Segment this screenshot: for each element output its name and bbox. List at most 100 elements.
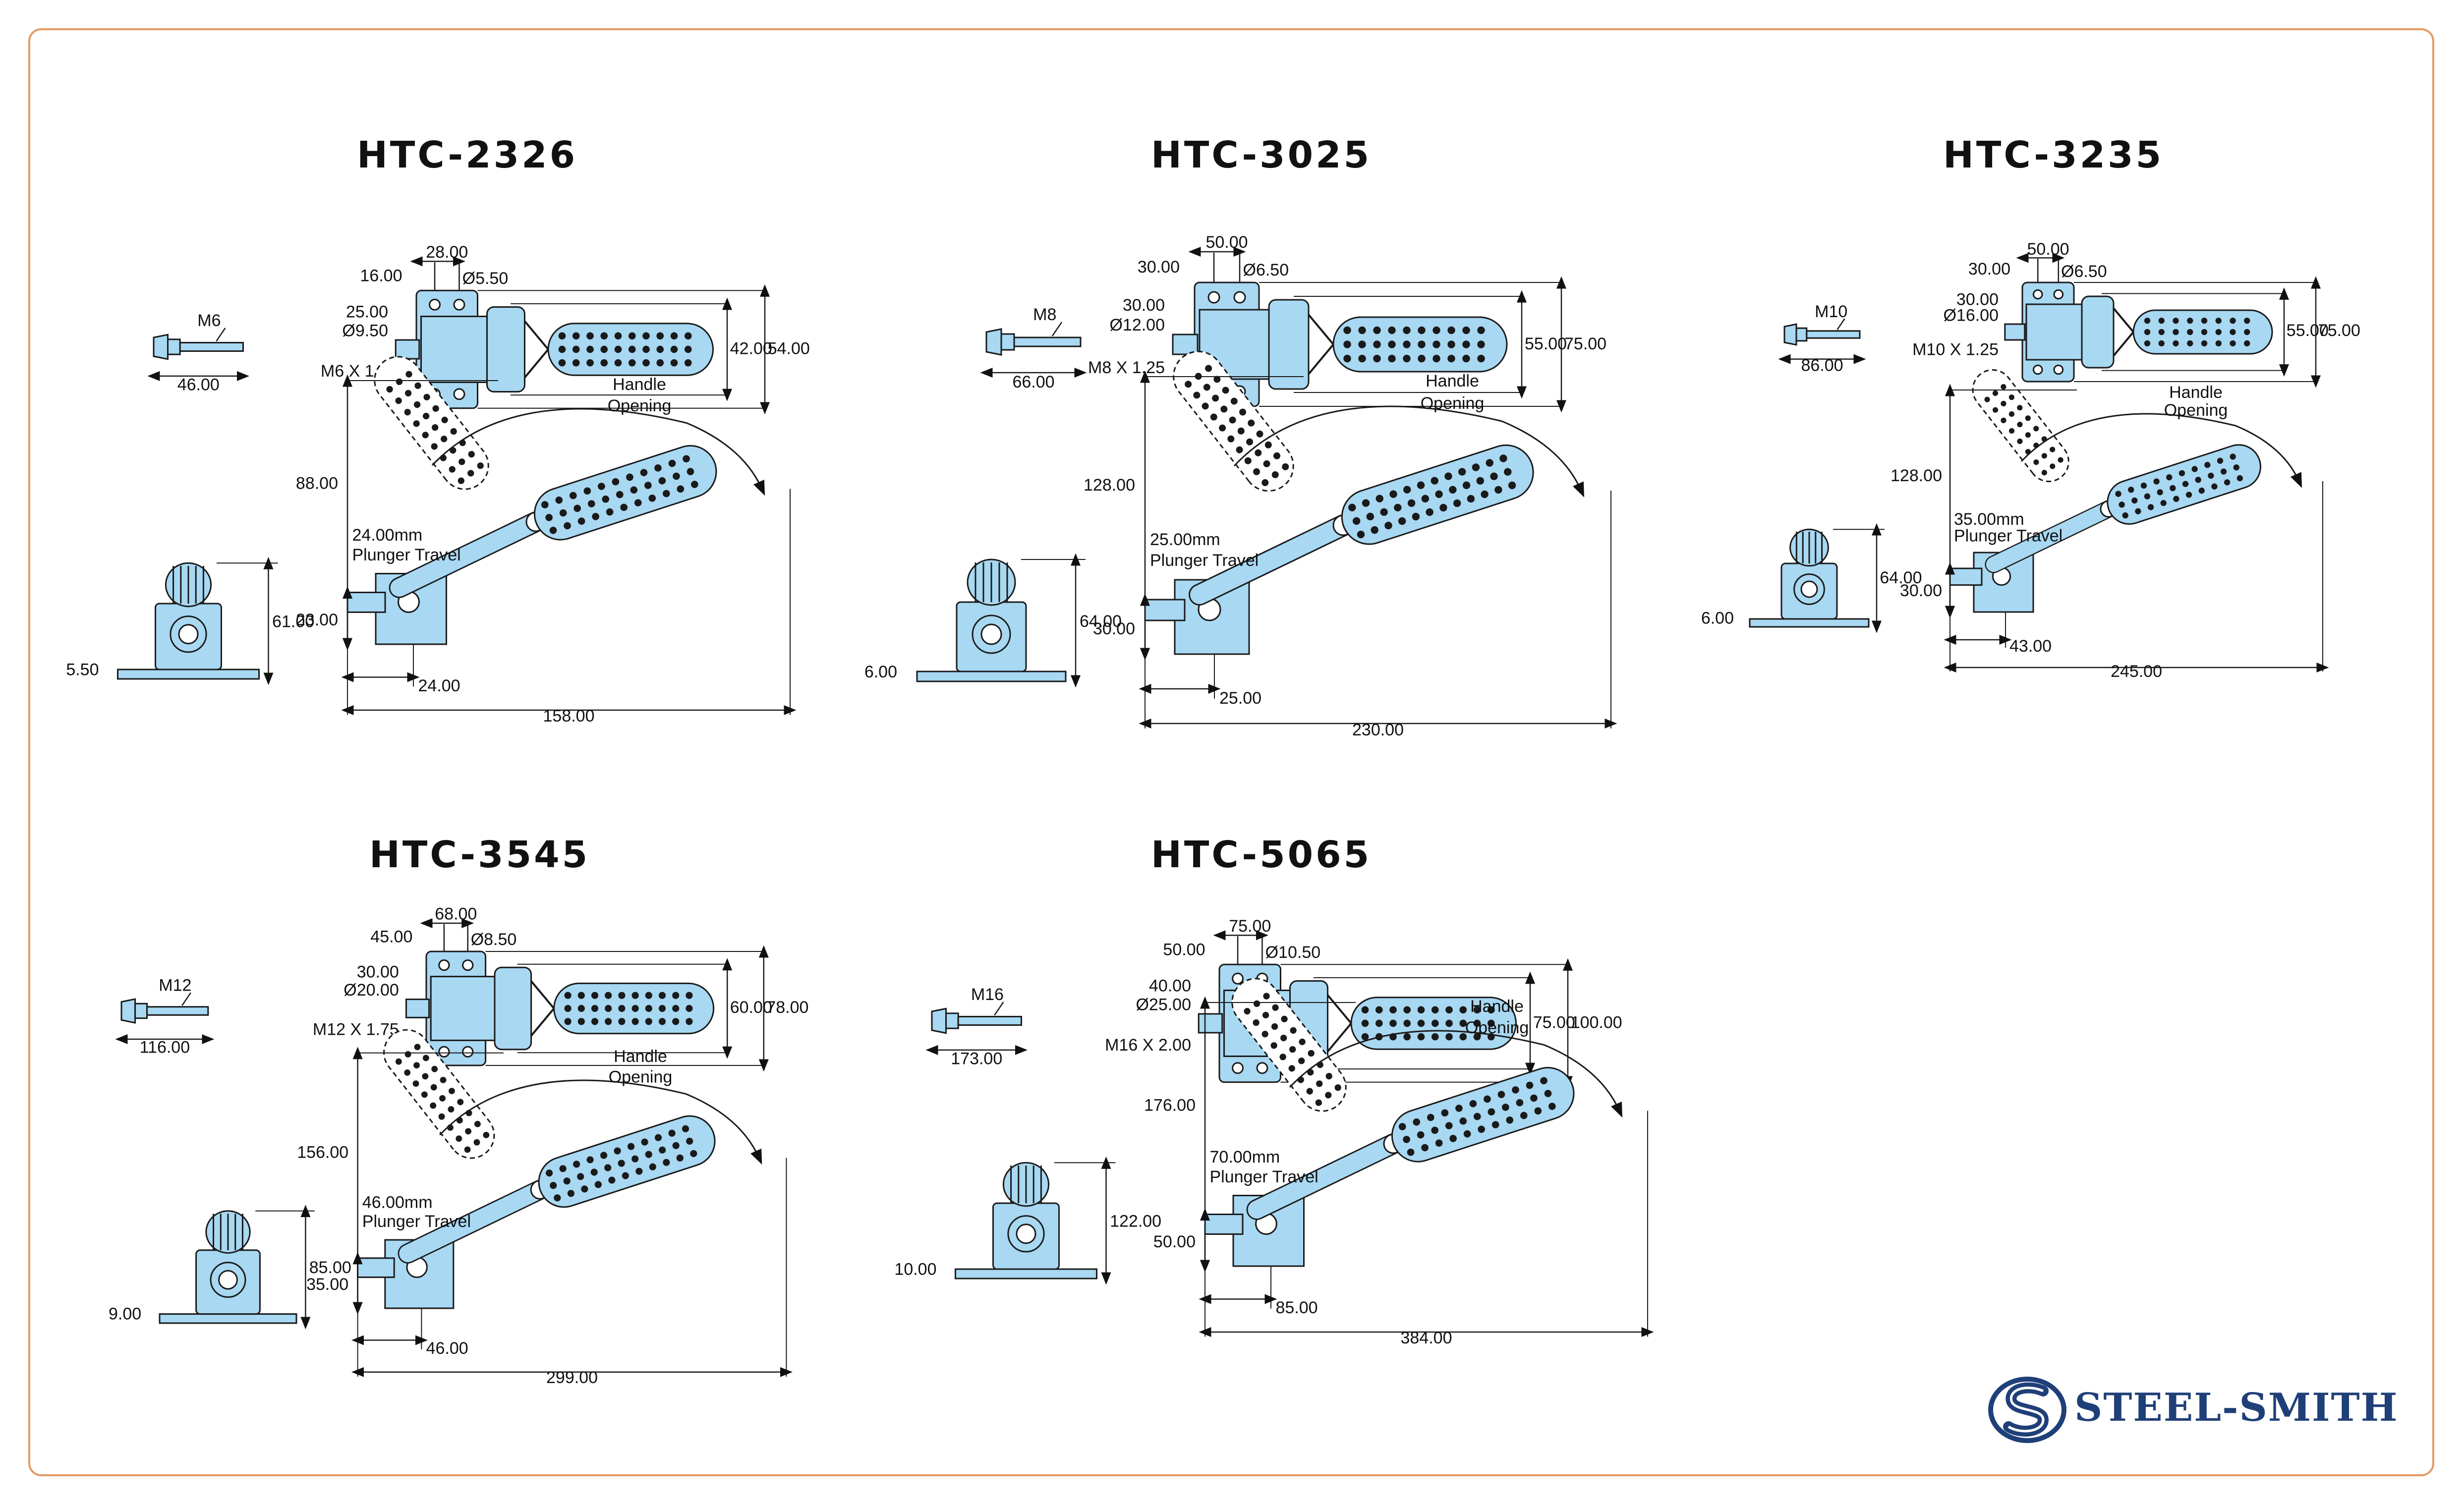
inner-height-label: 75.00 [1533, 1013, 1575, 1032]
plunger-thread-label: M10 X 1.25 [1912, 340, 1999, 359]
linkage-block [1268, 299, 1310, 390]
grip-dot [456, 1135, 462, 1142]
grip-dot [458, 477, 464, 484]
grip-dot [1540, 1077, 1547, 1085]
grip-dot [1244, 457, 1252, 464]
grip-dot [1389, 1006, 1397, 1014]
grip-dot [1343, 340, 1351, 348]
ghost-handle [1173, 350, 1294, 492]
handle-opening-label: Handle [614, 1047, 667, 1066]
plunger-offset-label: 46.00 [426, 1339, 468, 1358]
grip-dot [2173, 329, 2179, 335]
grip-body [374, 356, 489, 490]
handle-grip [538, 1115, 716, 1208]
grip-dot [465, 1128, 472, 1135]
steel-smith-logo: STEEL-SMITH [1988, 1370, 2409, 1449]
grip-dot [1449, 1135, 1457, 1142]
grip-dot [1263, 993, 1270, 1000]
grip-dot [431, 1065, 438, 1072]
grip-dot [670, 345, 678, 353]
grip-dot [1484, 1095, 1491, 1103]
grip-dot [2198, 487, 2205, 494]
grip-dot [1407, 499, 1416, 507]
grip-dot [583, 487, 591, 495]
grip-dot [1298, 1058, 1305, 1064]
grip-dot [2017, 405, 2023, 411]
side-plunger [1204, 1214, 1244, 1235]
grip-dot [1352, 517, 1361, 525]
handle-opening-label: Handle [1426, 372, 1479, 390]
grip-dot [618, 1004, 626, 1012]
handle-opening-label: Handle [2169, 383, 2223, 402]
grip-dot [614, 345, 622, 353]
grip-dot [1490, 472, 1498, 480]
top-view [395, 289, 714, 409]
grip-dot [1445, 1033, 1453, 1041]
grip-dot [1488, 1108, 1495, 1116]
grip-dot [1473, 1019, 1481, 1027]
grip-dot [2025, 415, 2031, 421]
grip-dot [1421, 1144, 1429, 1152]
inner-height-label: 55.00 [2287, 321, 2329, 340]
side-height-label: 128.00 [1891, 466, 1942, 485]
grip-dot [648, 494, 656, 502]
plunger-pin [1783, 323, 1861, 346]
plunger-pin [931, 1007, 1022, 1034]
lever-arm [390, 512, 545, 597]
grip-dot [2008, 394, 2014, 400]
handle-opening-arc [2020, 413, 2302, 488]
grip-dot [1473, 1006, 1481, 1014]
grip-dot [404, 409, 411, 416]
grip-dot [656, 359, 664, 367]
grip-dot [2204, 462, 2211, 468]
grip-dot [1491, 1121, 1499, 1128]
grip-dot [467, 470, 474, 477]
plunger-travel-label: Plunger Travel [362, 1212, 471, 1231]
grip-dot [1299, 1038, 1306, 1046]
grip-dot [2244, 317, 2250, 324]
side-plunger [1144, 599, 1186, 621]
top-width-label: 28.00 [426, 243, 468, 262]
grip-dot [2224, 479, 2231, 486]
top-offset-label: 30.00 [1968, 260, 2010, 279]
grip-dot [1417, 481, 1425, 489]
grip-dot [616, 491, 624, 499]
model-title-htc-5065: HTC-5065 [1151, 834, 1372, 876]
grip-dot [1230, 397, 1238, 405]
grip-dot [642, 359, 650, 367]
grip-dot [2144, 329, 2151, 335]
grip-dot [672, 1018, 680, 1025]
grip-dot [1417, 1033, 1425, 1041]
model-title-htc-3235: HTC-3235 [1943, 134, 2164, 176]
grip-dot [2201, 340, 2208, 347]
grip-dot [1193, 391, 1201, 399]
grip-dot [642, 332, 650, 340]
grip-dot [1453, 499, 1461, 507]
grip-dot [450, 428, 457, 435]
grip-dot [2201, 317, 2208, 324]
grip-dot [672, 992, 680, 999]
grip-body [383, 1029, 495, 1159]
grip-dot [2017, 438, 2023, 445]
grip-dot [654, 464, 662, 472]
pin-head [120, 998, 136, 1024]
grip-dot [1459, 1117, 1467, 1125]
mounting-hole [462, 959, 474, 971]
grip-dot [1272, 1004, 1279, 1011]
grip-dot [2158, 340, 2165, 347]
plunger-travel-label: Plunger Travel [352, 546, 461, 564]
grip-dot [1348, 503, 1356, 511]
grip-dot [1520, 1112, 1528, 1119]
grip-dot [1459, 1033, 1467, 1041]
pin-thread-label: M16 [971, 985, 1004, 1004]
grip-dot [1418, 354, 1426, 363]
grip-dot [591, 1018, 599, 1025]
grip-dot [2158, 317, 2165, 324]
grip-dot [2211, 483, 2218, 490]
grip-dot [645, 1004, 652, 1012]
side-height-label: 128.00 [1084, 476, 1135, 495]
grip-dot [572, 332, 580, 340]
grip-dot [1499, 454, 1507, 462]
grip-dot [581, 1185, 588, 1193]
grip-dot [2119, 501, 2125, 508]
